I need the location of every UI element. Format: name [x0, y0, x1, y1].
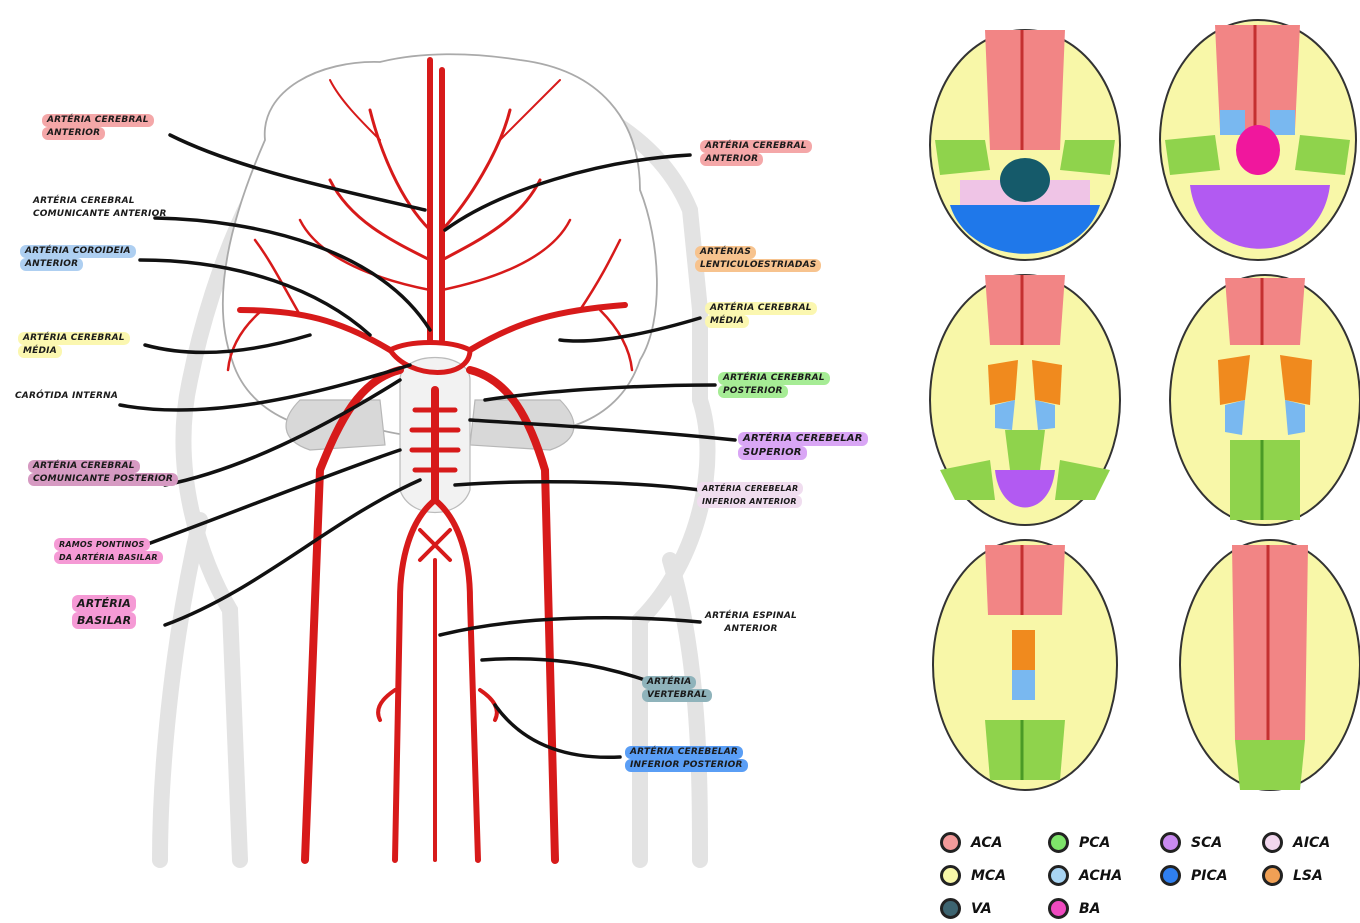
slice-3	[930, 275, 1120, 525]
label-line: ARTÉRIA	[72, 595, 136, 612]
legend-item-pica: PICA	[1160, 865, 1228, 886]
aica-swatch-icon	[1262, 832, 1283, 853]
legend-item-acha: ACHA	[1048, 865, 1122, 886]
mca-swatch-icon	[940, 865, 961, 886]
label-mca-left: ARTÉRIA CEREBRAL MÉDIA	[18, 332, 130, 358]
sca-swatch-icon	[1160, 832, 1181, 853]
label-line: MÉDIA	[18, 345, 62, 358]
legend-label: VA	[971, 901, 992, 917]
legend-item-pca: PCA	[1048, 832, 1110, 853]
label-line: RAMOS PONTINOS	[54, 538, 150, 551]
label-line: ARTÉRIA CEREBELAR	[738, 432, 868, 446]
label-va: ARTÉRIA VERTEBRAL	[642, 676, 712, 702]
legend-item-lsa: LSA	[1262, 865, 1323, 886]
label-line: ARTÉRIA CEREBRAL	[18, 332, 130, 345]
legend-item-va: VA	[940, 898, 992, 919]
label-line: ARTÉRIA CEREBELAR	[625, 746, 743, 759]
label-mca-right: ARTÉRIA CEREBRAL MÉDIA	[705, 302, 817, 328]
legend-item-sca: SCA	[1160, 832, 1222, 853]
label-line: VERTEBRAL	[642, 689, 712, 702]
label-line: LENTICULOESTRIADAS	[695, 259, 821, 272]
label-line: COMUNICANTE ANTERIOR	[28, 208, 172, 221]
label-line: ARTÉRIA CEREBRAL	[705, 302, 817, 315]
label-sca: ARTÉRIA CEREBELAR SUPERIOR	[738, 432, 868, 460]
legend-item-ba: BA	[1048, 898, 1101, 919]
label-pontine: RAMOS PONTINOS DA ARTÉRIA BASILAR	[54, 538, 163, 564]
label-line: ANTERIOR	[42, 127, 105, 140]
label-line: ARTÉRIA COROIDEIA	[20, 245, 136, 258]
legend-label: BA	[1079, 901, 1101, 917]
label-lsa: ARTÉRIAS LENTICULOESTRIADAS	[695, 246, 821, 272]
legend-label: PICA	[1191, 868, 1228, 884]
label-line: ARTÉRIA	[642, 676, 696, 689]
label-pca: ARTÉRIA CEREBRAL POSTERIOR	[718, 372, 830, 398]
ba-swatch-icon	[1048, 898, 1069, 919]
label-pica: ARTÉRIA CEREBELAR INFERIOR POSTERIOR	[625, 746, 748, 772]
label-ica: CARÓTIDA INTERNA	[10, 390, 123, 403]
slice-4	[1170, 275, 1360, 525]
legend-label: AICA	[1293, 835, 1330, 851]
axial-slices	[930, 20, 1360, 790]
legend-label: PCA	[1079, 835, 1110, 851]
label-asa: ARTÉRIA ESPINAL ANTERIOR	[700, 610, 802, 636]
legend-item-aca: ACA	[940, 832, 1003, 853]
label-line: BASILAR	[72, 612, 136, 629]
label-line: INFERIOR ANTERIOR	[697, 495, 802, 508]
slice-1	[930, 30, 1120, 260]
label-line: ANTERIOR	[700, 153, 763, 166]
label-line: ANTERIOR	[719, 623, 782, 636]
label-acom: ARTÉRIA CEREBRAL COMUNICANTE ANTERIOR	[28, 195, 172, 221]
label-line: COMUNICANTE POSTERIOR	[28, 473, 178, 486]
label-aca-left: ARTÉRIA CEREBRAL ANTERIOR	[42, 114, 154, 140]
label-line: ARTÉRIA CEREBRAL	[718, 372, 830, 385]
label-pcom: ARTÉRIA CEREBRAL COMUNICANTE POSTERIOR	[28, 460, 178, 486]
label-line: ARTÉRIAS	[695, 246, 756, 259]
label-line: ANTERIOR	[20, 258, 83, 271]
label-achoa: ARTÉRIA COROIDEIA ANTERIOR	[20, 245, 136, 271]
label-line: DA ARTÉRIA BASILAR	[54, 551, 163, 564]
label-line: ARTÉRIA CEREBRAL	[700, 140, 812, 153]
label-line: POSTERIOR	[718, 385, 788, 398]
label-line: INFERIOR POSTERIOR	[625, 759, 748, 772]
label-line: MÉDIA	[705, 315, 749, 328]
pica-swatch-icon	[1160, 865, 1181, 886]
label-line: ARTÉRIA CEREBELAR	[697, 482, 803, 495]
label-line: CARÓTIDA INTERNA	[10, 390, 123, 403]
label-line: ARTÉRIA CEREBRAL	[28, 460, 140, 473]
label-line: ARTÉRIA CEREBRAL	[42, 114, 154, 127]
slice-5	[933, 540, 1117, 790]
label-line: SUPERIOR	[738, 446, 807, 460]
acha-swatch-icon	[1048, 865, 1069, 886]
pca-swatch-icon	[1048, 832, 1069, 853]
va-swatch-icon	[940, 898, 961, 919]
label-line: ARTÉRIA CEREBRAL	[28, 195, 140, 208]
label-aica: ARTÉRIA CEREBELAR INFERIOR ANTERIOR	[697, 482, 803, 508]
legend-label: ACHA	[1079, 868, 1122, 884]
slice-6	[1180, 540, 1360, 790]
label-basilar: ARTÉRIA BASILAR	[72, 595, 136, 629]
legend-label: ACA	[971, 835, 1003, 851]
lsa-swatch-icon	[1262, 865, 1283, 886]
label-aca-right: ARTÉRIA CEREBRAL ANTERIOR	[700, 140, 812, 166]
legend-item-aica: AICA	[1262, 832, 1330, 853]
legend-label: LSA	[1293, 868, 1323, 884]
label-line: ARTÉRIA ESPINAL	[700, 610, 802, 623]
legend-item-mca: MCA	[940, 865, 1006, 886]
slice-2	[1160, 20, 1356, 260]
legend-label: SCA	[1191, 835, 1222, 851]
legend-label: MCA	[971, 868, 1006, 884]
aca-swatch-icon	[940, 832, 961, 853]
